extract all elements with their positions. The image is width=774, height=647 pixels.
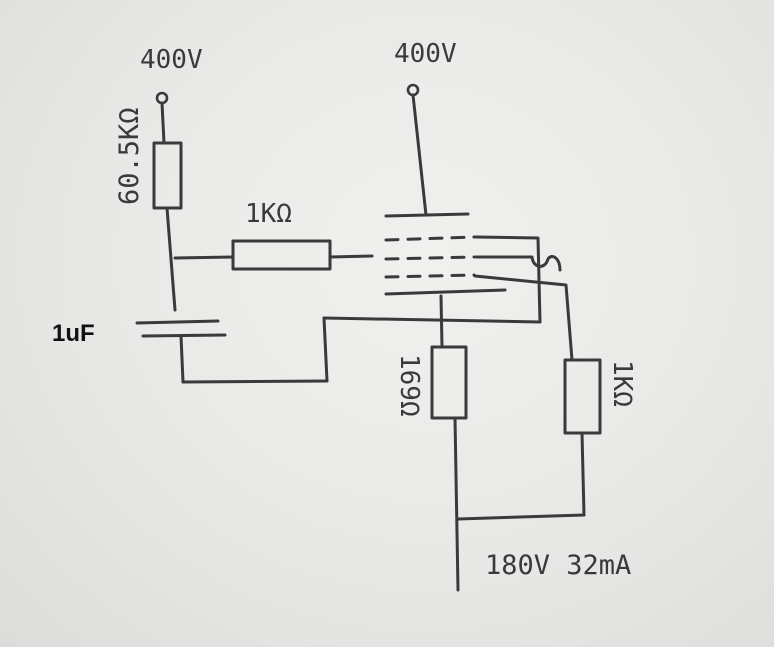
wire bbox=[322, 316, 542, 324]
tube-grid-1 bbox=[384, 235, 477, 242]
output-wire bbox=[453, 416, 460, 592]
wire-crossover bbox=[474, 255, 562, 272]
wire bbox=[165, 206, 177, 312]
wire bbox=[179, 334, 185, 384]
tube-grid-3 bbox=[384, 273, 476, 279]
wire bbox=[173, 255, 235, 260]
capacitor bbox=[135, 316, 542, 384]
cathode-resistor-label: 169Ω bbox=[394, 354, 424, 417]
capacitor-plate-bottom bbox=[141, 333, 227, 338]
screen-resistor bbox=[563, 358, 602, 435]
grid-resistor-branch bbox=[173, 239, 374, 271]
screen-grid-lead bbox=[474, 235, 542, 324]
left-supply-branch bbox=[152, 91, 183, 312]
tube-plate bbox=[384, 212, 470, 218]
wire bbox=[328, 254, 374, 259]
wire bbox=[181, 379, 329, 384]
cathode-branch bbox=[430, 294, 468, 592]
wire bbox=[160, 101, 166, 145]
wire bbox=[439, 294, 444, 349]
wire bbox=[322, 316, 329, 383]
plate-resistor-label: 60.5KΩ bbox=[114, 107, 145, 205]
plate-resistor bbox=[152, 141, 183, 210]
left-supply-label: 400V bbox=[140, 45, 203, 75]
grid-resistor-label: 1KΩ bbox=[245, 199, 292, 229]
capacitor-label: 1uF bbox=[52, 320, 95, 347]
wire bbox=[411, 93, 428, 217]
wire bbox=[456, 513, 586, 521]
tube-grid-2 bbox=[384, 255, 476, 261]
grid-resistor bbox=[231, 239, 332, 271]
output-label: 180V 32mA bbox=[485, 550, 631, 581]
right-supply-label: 400V bbox=[394, 39, 457, 69]
screen-branch bbox=[456, 358, 602, 521]
left-supply-terminal bbox=[155, 91, 169, 105]
cathode-resistor bbox=[430, 345, 468, 420]
tube bbox=[384, 83, 574, 362]
tube-cathode bbox=[384, 288, 507, 296]
wire bbox=[473, 274, 574, 362]
wire bbox=[580, 431, 586, 517]
capacitor-plate-top bbox=[135, 319, 220, 325]
screen-resistor-label: 1KΩ bbox=[607, 360, 637, 407]
